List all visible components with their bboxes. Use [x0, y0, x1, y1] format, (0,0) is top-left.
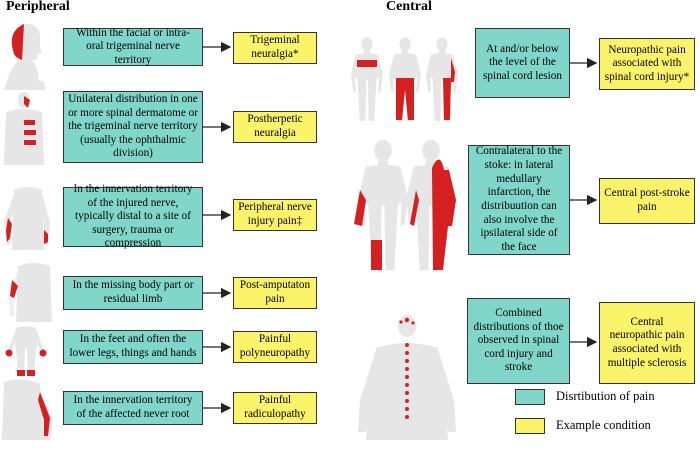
postherpetic-condition-box: Postherpetic neuralgia: [233, 111, 317, 143]
legend-condition-label: Example condition: [556, 418, 651, 432]
peripheral-heading: Peripheral: [6, 0, 70, 14]
spinal-cord-condition-box: Neuropathic pain associated with spinal …: [599, 38, 695, 90]
radiculopathy-distribution-box: In the innervation territory of the affe…: [63, 391, 203, 425]
spinal-cord-injury-figures: [351, 37, 458, 122]
radiculopathy-condition-box: Painful radiculopathy: [233, 392, 317, 424]
trigeminal-condition-box: Trigeminal neuralgia*: [233, 32, 317, 64]
ms-distribution-box: Combined distributions of thoe observed …: [467, 298, 570, 384]
trigeminal-distribution-box: Within the facial or intra-oral trigemin…: [63, 27, 203, 66]
polyneuropathy-distribution-box: In the feet and often the lower legs, th…: [63, 330, 203, 364]
postherpetic-distribution-box: Unilateral distribution in one or more s…: [63, 91, 203, 163]
central-heading: Central: [386, 0, 432, 14]
legend-distribution-swatch: [515, 389, 545, 405]
nerve-injury-distribution-box: In the innervation territory of the inju…: [63, 183, 203, 249]
amputation-figure: [8, 263, 52, 322]
multiple-sclerosis-figure: [358, 315, 456, 440]
post-stroke-figures: [354, 139, 456, 271]
trigeminal-figure: [4, 23, 46, 90]
polyneuropathy-figure: [5, 326, 47, 376]
legend-condition-swatch: [515, 418, 545, 434]
ms-condition-box: Central neuropathic pain associated with…: [599, 302, 695, 384]
spinal-cord-distribution-box: At and/or below the level of the spinal …: [475, 28, 570, 98]
postherpetic-figure: [4, 92, 44, 165]
post-stroke-condition-box: Central post-stroke pain: [599, 178, 695, 224]
polyneuropathy-condition-box: Painful polyneuropathy: [233, 331, 317, 363]
nerve-injury-figure: [4, 187, 50, 250]
nerve-injury-condition-box: Peripheral nerve injury pain‡: [233, 199, 317, 231]
amputation-distribution-box: In the missing body part or residual lim…: [63, 276, 203, 310]
radiculopathy-figure: [2, 379, 52, 440]
post-stroke-distribution-box: Contralateral to the stoke: in lateral m…: [468, 145, 570, 255]
amputation-condition-box: Post-amputaton pain: [233, 277, 317, 309]
legend-distribution-label: Disrtibution of pain: [556, 389, 655, 403]
